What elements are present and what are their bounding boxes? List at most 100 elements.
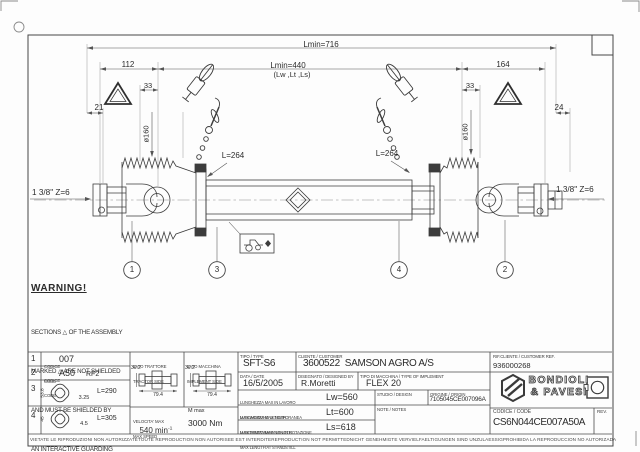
date-value: 16/5/2005 — [243, 377, 284, 388]
title-block-grid — [28, 351, 612, 435]
no-reproduction-strip: VIETATE LE RIPRODUZIONI NON AUTORIZZATE … — [30, 436, 616, 442]
dimension-arrowheads — [85, 46, 570, 393]
guard-cone-right — [428, 156, 479, 244]
dimension-lines — [87, 47, 570, 392]
origin-value: 7105045CE007096A — [429, 395, 486, 403]
tractor-end-yoke — [92, 183, 171, 217]
arrow-glyph — [265, 240, 271, 247]
date-label: DATA / DATE — [240, 374, 265, 379]
dim-overall-length: Lmin=716 — [303, 40, 339, 49]
hexagon-logo-icon — [501, 373, 525, 403]
footer-german: NICHT GENEHMIGTE VERVIELFAELTIGUNGEN SIN… — [349, 436, 503, 442]
customer-ref-value: 936000268 — [493, 361, 531, 370]
implement-end-yoke — [475, 183, 563, 217]
punch-hole — [13, 21, 25, 33]
part-1-code: 007 — [59, 354, 75, 364]
implement-type-value: FLEX 20 — [366, 377, 402, 388]
code-label: CODICE / CODE — [493, 409, 532, 415]
temporary-length-value: Lt=600 — [326, 406, 354, 417]
tractor-icon — [245, 244, 253, 252]
tractor-cross-height: 30.2 — [131, 365, 141, 371]
implement-cross-width: 79.4 — [207, 392, 217, 398]
balloon-1-number: 1 — [129, 265, 135, 274]
dim-left-21: 21 — [94, 103, 104, 112]
corner-mark-top-left — [0, 0, 18, 11]
tube-profile-glyphs — [50, 383, 70, 429]
warning-triangle-right-icon — [493, 81, 523, 105]
part-4-length: L=305 — [97, 415, 117, 422]
dim-right-offset: 164 — [496, 60, 510, 69]
spline-spec-left: 1 3/8" Z=6 — [32, 188, 70, 197]
grease-gun-left-icon — [182, 63, 215, 103]
guard-tube-outer — [205, 179, 413, 221]
guard-chain-right — [376, 97, 400, 160]
designer-label: DISEGNATO / DESIGNED BY — [298, 374, 354, 379]
balloon-4-number: 4 — [396, 265, 402, 274]
corner-mark-top-right — [622, 0, 640, 12]
part-3-number: 3 — [31, 384, 36, 393]
balloon-4 — [390, 261, 408, 279]
leader-lines — [30, 160, 604, 262]
notes-label: NOTE / NOTES — [377, 406, 407, 412]
part-3-length: L=290 — [97, 388, 117, 395]
max-speed-value: 540 min-1 — [139, 426, 173, 435]
footer-italian: VIETATE LE RIPRODUZIONI NON AUTORIZZATE — [30, 436, 138, 442]
footer-english: REPRODUCTION NOT PERMITTED — [271, 436, 350, 442]
customer-ref-label: RIF.CLIENTE / CUSTOMER REF. — [493, 354, 555, 359]
dim-left-offset: 112 — [121, 60, 135, 69]
part-4-section-height: 45 — [40, 416, 46, 422]
type-value: SFT-S6 — [243, 358, 276, 369]
implement-cross-height: 30.2 — [185, 365, 195, 371]
max-torque-label: M max — [188, 408, 205, 414]
temporary-length-label: LUNGHEZZA MAX TEMPORANEA MAX TEMPORARY L… — [240, 415, 302, 435]
warning-title: WARNING! — [31, 283, 87, 294]
implement-side-label: LATO MACCHINA IMPLEMENT SIDE — [187, 364, 222, 385]
outer-tube-profile — [50, 409, 70, 429]
dim-guard-diameter-right: ø160 — [460, 123, 470, 141]
dim-guard-diameter-left: ø160 — [141, 125, 151, 143]
origin-label: ORIGINE / ORIGIN — [430, 391, 466, 397]
customer-value: 3600522 SAMSON AGRO A/S — [303, 358, 434, 369]
grease-gun-right-icon — [385, 63, 418, 103]
footer-french: TOUTE REPRODUCTION NON AUTORISEE EST INT… — [137, 436, 272, 442]
part-4-wall-thickness: 4.5 — [80, 421, 88, 427]
part-3-section-height: 53.8 — [40, 388, 46, 398]
dim-right-33: 33 — [465, 81, 475, 90]
cross-journal-implement — [192, 370, 232, 390]
tractor-side-decal — [239, 233, 275, 254]
code-value: CS6N044CE007A50A — [493, 416, 585, 428]
dim-inner-length: Lmin=440 — [270, 60, 306, 70]
customer-label: CLIENTE / CUSTOMER — [298, 354, 343, 359]
tractor-side-label: LATO TRATTORE TRACTOR SIDE — [133, 364, 167, 385]
warning-triangle-icons — [103, 81, 523, 105]
balloon-3-number: 3 — [214, 265, 220, 274]
spline-spec-right: 1 3/8" Z=6 — [556, 185, 594, 194]
standstill-length-label: LUNGHEZZA MAX NON IN ROTAZIONE MAX LENGT… — [240, 430, 312, 450]
standstill-length-value: Ls=618 — [326, 421, 356, 432]
part-1-number: 1 — [31, 354, 36, 363]
cross-journal-tractor — [138, 370, 178, 390]
part-3-wall-thickness: 3.25 — [78, 395, 90, 401]
pto-shaft-drawing — [92, 156, 563, 244]
max-torque-value: 3000 Nm — [188, 418, 223, 428]
dim-length-symbols: (Lw ,Lt ,Ls) — [273, 70, 311, 79]
brand-name-line1: BONDIOLI — [528, 374, 590, 386]
implement-type-label: TIPO DI MACCHINA / TYPE OF IMPLEMENT — [360, 374, 444, 379]
square-logo-icon — [586, 376, 609, 399]
dim-left-33: 33 — [143, 81, 153, 90]
working-length-label: LUNGHEZZA MAX IN LAVORO MAX WORKING LENG… — [240, 400, 296, 420]
guard-chain-left — [196, 97, 220, 160]
tube-decal — [285, 187, 311, 213]
balloon-2-number: 2 — [502, 265, 508, 274]
footer-spanish: PROHIBIDA LA REPRODUCCION NO AUTORIZADA — [502, 436, 617, 442]
inner-tube-profile — [50, 383, 70, 403]
part-2-code: A50 — [59, 368, 76, 378]
part-balloons — [123, 261, 514, 279]
cross-journal-glyphs — [138, 370, 232, 390]
warning-text: SECTIONS △ OF THE ASSEMBLY MARKED △ ARE … — [31, 329, 123, 452]
dim-right-24: 24 — [554, 103, 564, 112]
working-length-value: Lw=560 — [326, 391, 358, 402]
revision-label: REV. — [597, 409, 608, 414]
